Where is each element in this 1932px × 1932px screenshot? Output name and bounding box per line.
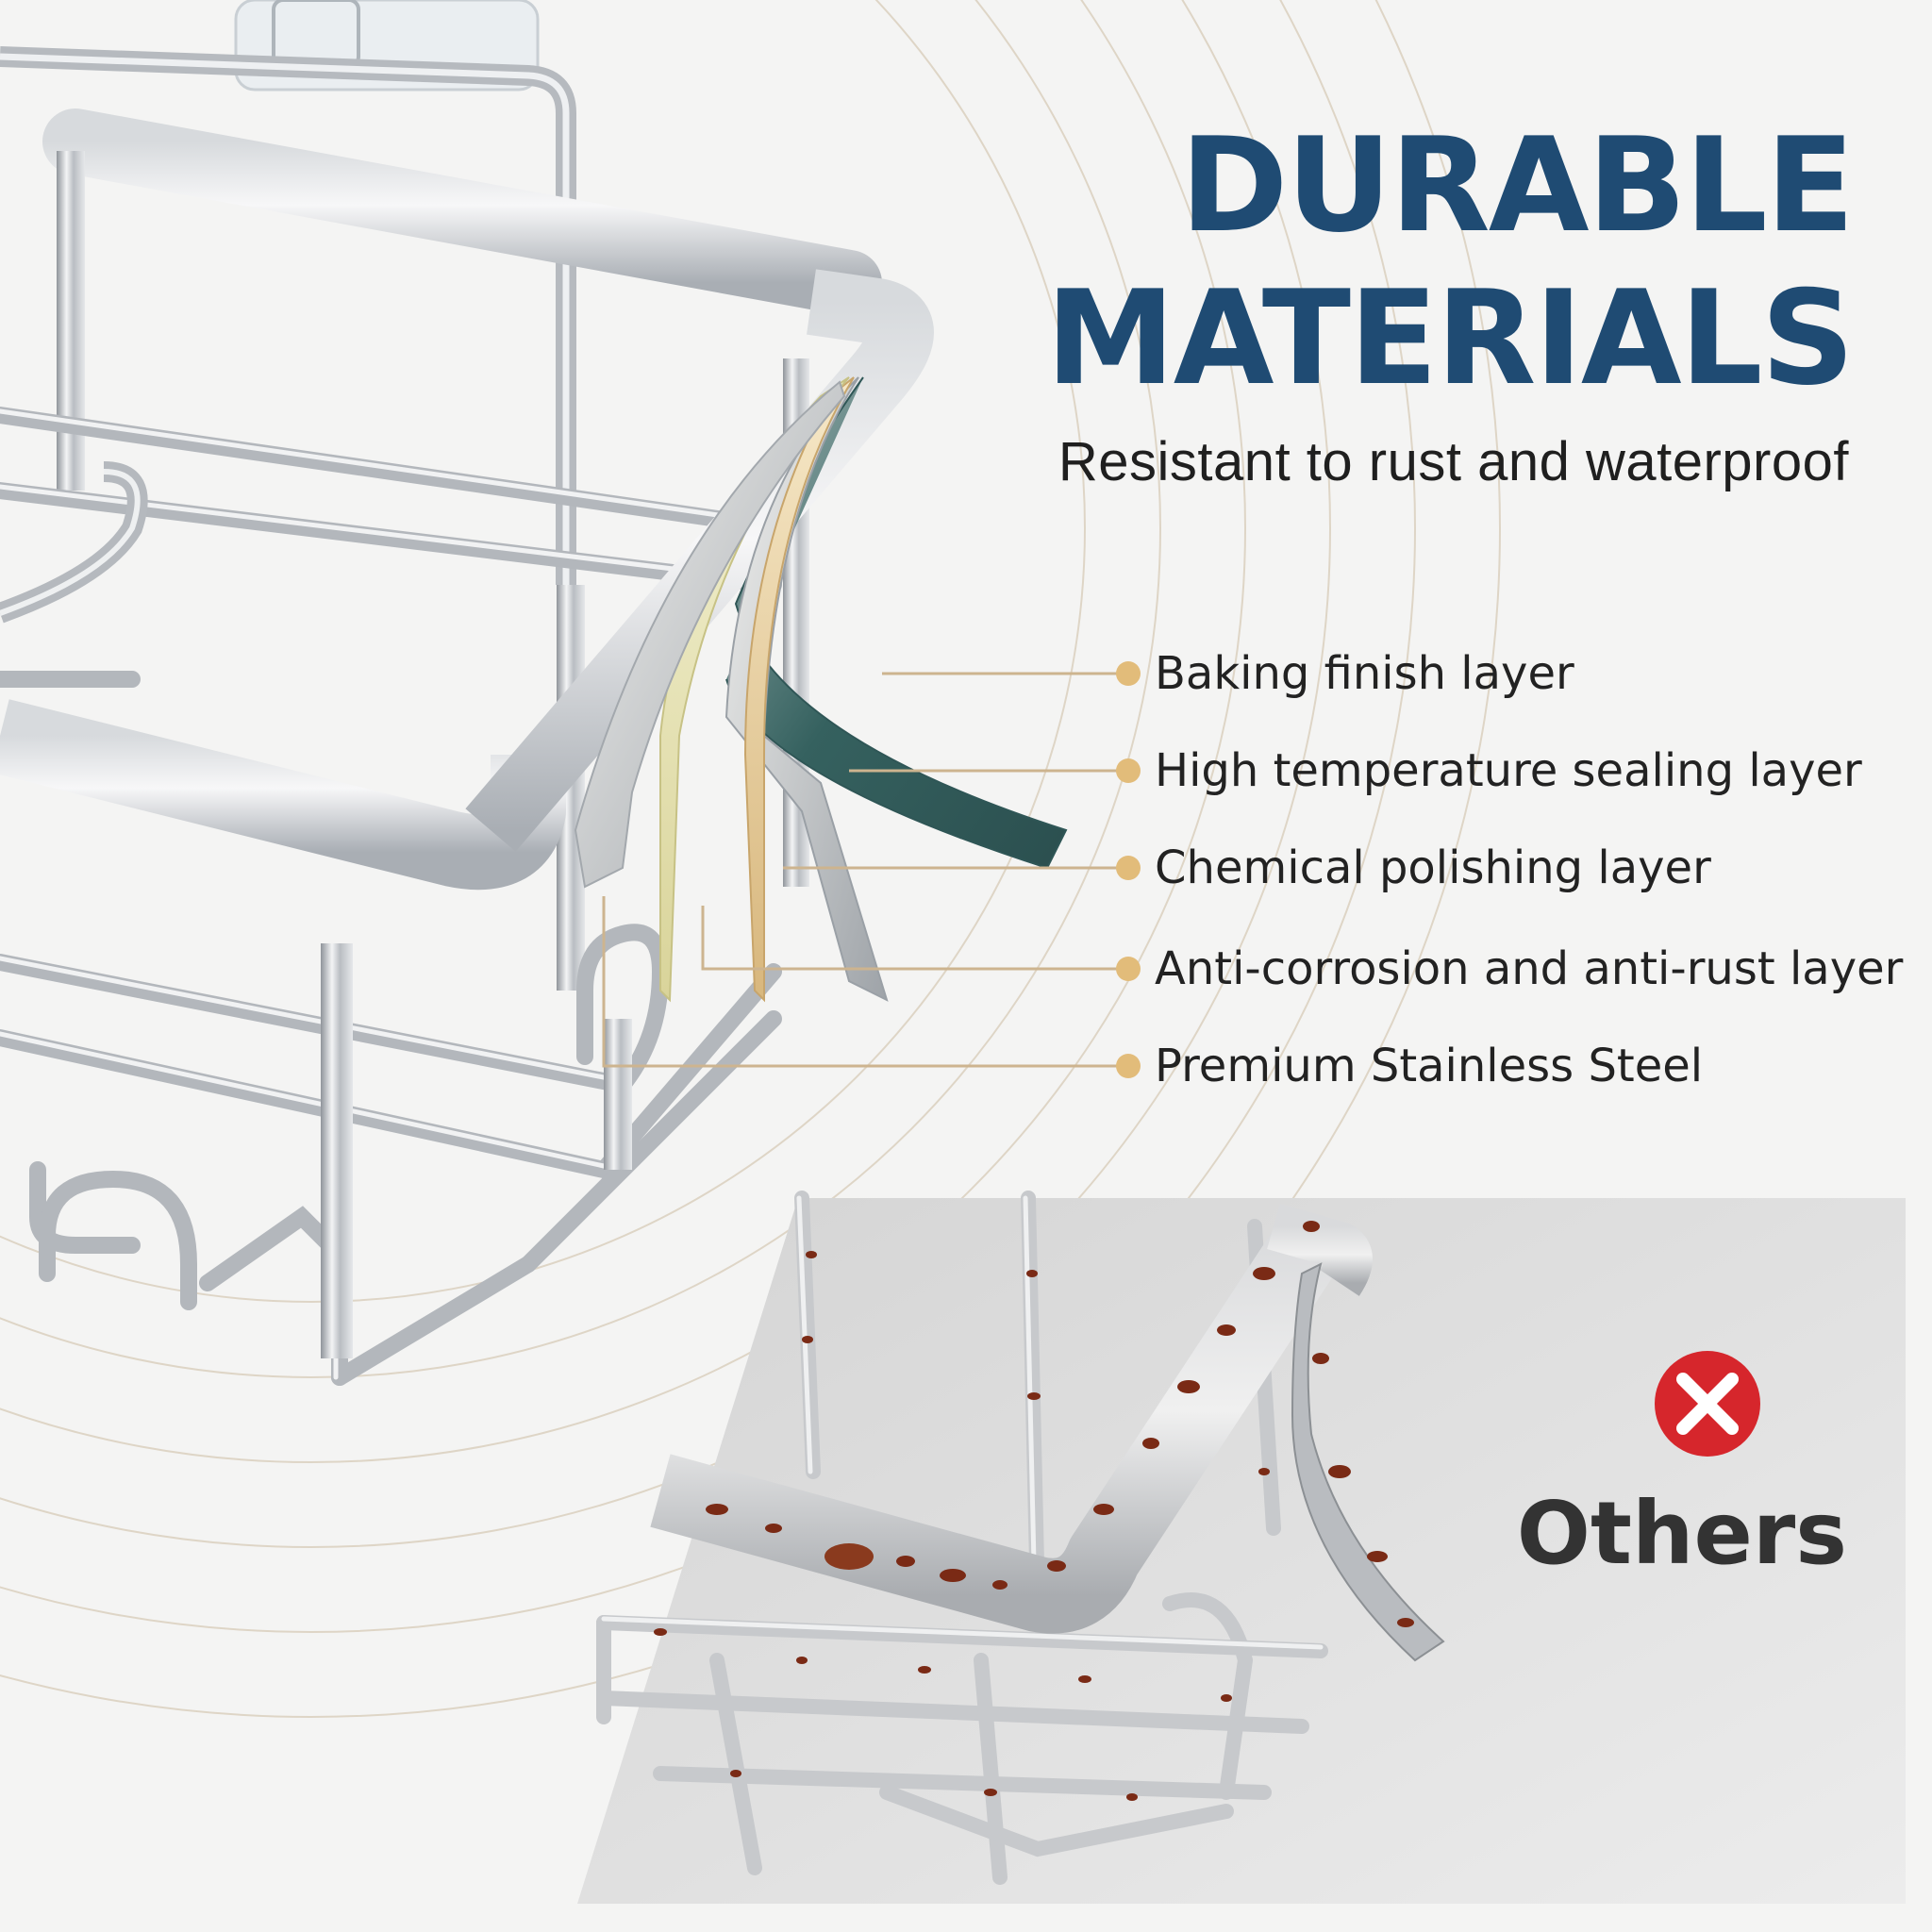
bullet-polishing: [1116, 856, 1141, 880]
bullet-sealing: [1116, 758, 1141, 783]
layer-label-stainless: Premium Stainless Steel: [1155, 1040, 1704, 1092]
leader-stainless: [602, 896, 1127, 1068]
close-circle-icon: [1655, 1351, 1760, 1457]
rust-speckles: [654, 1221, 1414, 1801]
layer-bullets: [1116, 661, 1141, 1078]
layer-label-polishing: Chemical polishing layer: [1155, 841, 1711, 894]
comparison-panel: [577, 1191, 1906, 1904]
headline-line-1: DURABLE: [1179, 109, 1855, 261]
layer-sheets: [574, 376, 1068, 1003]
bullet-anticorrosion: [1116, 957, 1141, 981]
bullet-stainless: [1116, 1054, 1141, 1078]
leader-lines: [602, 672, 1127, 1068]
headline-line-2: MATERIALS: [1045, 262, 1855, 414]
headline-subtitle: Resistant to rust and waterproof: [1058, 431, 1849, 492]
layer-label-sealing: High temperature sealing layer: [1155, 744, 1862, 797]
background-arcs: [0, 0, 1501, 1718]
leader-anticorrosion: [701, 906, 1127, 971]
others-label: Others: [1516, 1483, 1847, 1584]
layer-label-anticorrosion: Anti-corrosion and anti-rust layer: [1155, 942, 1904, 995]
stainless-basket: [0, 0, 1068, 1386]
bullet-baking: [1116, 661, 1141, 686]
layer-label-baking: Baking finish layer: [1155, 647, 1574, 700]
